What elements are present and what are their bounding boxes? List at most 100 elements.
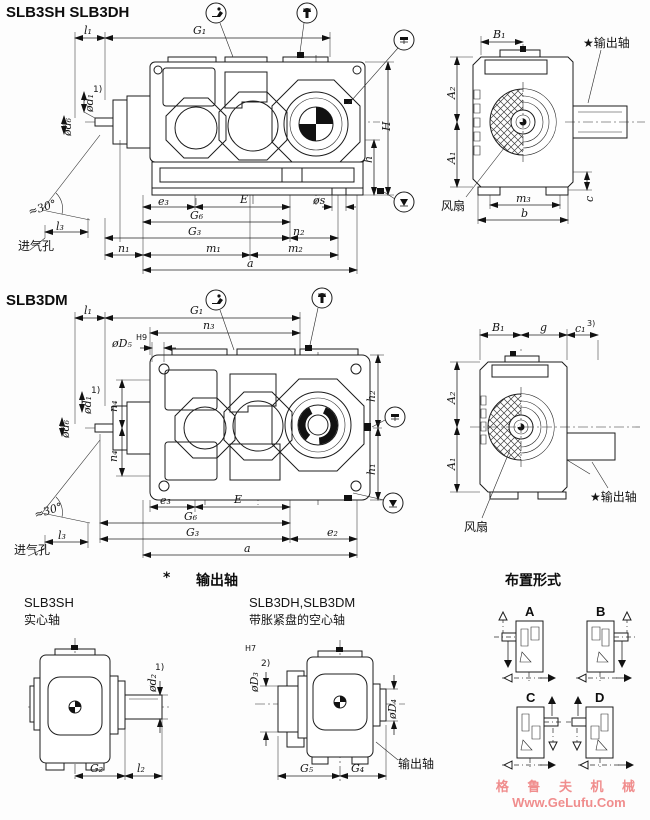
dim-E-label: E <box>234 493 243 506</box>
dim-l3-label: l₃ <box>56 220 64 233</box>
dim-G3-label: G₃ <box>186 526 200 539</box>
dim-l2-label: l₂ <box>137 762 145 775</box>
dim-l1-label: l₁ <box>84 304 92 317</box>
arrangement-d-drawing <box>566 696 634 770</box>
dim-c1-footnote: 3) <box>587 319 596 328</box>
watermark-url: Www.GeLufu.Com <box>512 795 626 810</box>
fan-label: 风扇 <box>464 520 489 534</box>
dim-n4-lower-label: n₄ <box>107 450 120 463</box>
dim-A1-label: A₁ <box>445 151 458 164</box>
arrangement-b-label: B <box>596 604 606 619</box>
solid-shaft-model: SLB3SH <box>24 595 74 610</box>
dim-G6-label: G₆ <box>190 209 204 222</box>
dim-b-label: b <box>521 207 529 220</box>
arrangement-a-drawing <box>494 612 556 684</box>
dim-B1-label: B₁ <box>492 321 505 334</box>
dim-d6-label: ød₆ <box>61 117 74 136</box>
oil-drain-callout-icon <box>400 199 408 206</box>
dim-g-label: g <box>540 321 548 334</box>
slb3dm-end-view-drawing <box>450 329 640 518</box>
dim-E-label: E <box>240 193 249 206</box>
dim-A2-label: A₂ <box>445 86 458 99</box>
arrangement-a-label: A <box>525 604 535 619</box>
dim-n2-label: n₂ <box>293 225 305 238</box>
hollow-output-shaft-label: 输出轴 <box>398 757 435 771</box>
air-inlet-label: 进气孔 <box>18 239 55 253</box>
dim-d2-label: ød₂ <box>146 673 159 692</box>
dim-c1-label: c₁ <box>575 322 586 335</box>
dim-n1-label: n₁ <box>118 242 130 255</box>
output-shaft-label: ★输出轴 <box>583 36 630 50</box>
watermark-brand: 格 鲁 夫 机 械 <box>495 780 642 795</box>
oil-level-callout-icon <box>400 37 408 44</box>
output-shaft-heading: 输出轴 <box>196 573 238 589</box>
dim-G1-label: G₁ <box>190 304 204 317</box>
dim-D4-label: øD₄ <box>386 699 399 719</box>
dim-d1-footnote: 1) <box>91 386 101 396</box>
dim-D3-label: øD₃ <box>248 672 261 692</box>
slb3dm-side-view-dimensions <box>44 312 384 558</box>
slb3dm-side-view-drawing <box>28 345 382 556</box>
watermark: 格 鲁 夫 机 械 Www.GeLufu.Com <box>496 776 642 810</box>
breather-callout-icon <box>303 8 311 18</box>
dim-d1-label: ød₁ <box>81 395 94 414</box>
dim-D5-tolerance: H9 <box>136 333 148 342</box>
hollow-shaft-type: 带胀紧盘的空心轴 <box>249 613 346 627</box>
arrangement-b-drawing <box>576 612 636 684</box>
dim-l1-label: l₁ <box>84 24 92 37</box>
arrangement-c-drawing <box>502 696 564 770</box>
dim-B1-label: B₁ <box>493 28 506 41</box>
dim-G3-label: G₃ <box>188 225 202 238</box>
oil-drain-callout-icon <box>389 500 397 507</box>
dim-G1-label: G₁ <box>193 24 207 37</box>
dim-d1-footnote: 1) <box>93 85 103 95</box>
dim-m1-label: m₁ <box>206 242 221 255</box>
dim-G2-label: G₂ <box>90 762 104 775</box>
breather-callout-icon <box>318 293 326 303</box>
arrangement-d-label: D <box>595 690 605 705</box>
output-shaft-label: ★输出轴 <box>590 490 637 504</box>
fan-label: 风扇 <box>441 199 466 213</box>
dim-d1-label: ød₁ <box>83 93 96 112</box>
solid-shaft-type: 实心轴 <box>24 613 61 627</box>
solid-shaft-drawing <box>28 638 170 782</box>
dim-H-label: H <box>380 121 393 131</box>
dim-h2-label: h₂ <box>365 390 378 403</box>
dim-a-label: a <box>247 257 254 270</box>
slb3sh-side-view-dimensions <box>44 32 394 274</box>
mid-section-title: SLB3DM <box>6 292 68 309</box>
dim-A1-label: A₁ <box>445 457 458 470</box>
dim-h-label: h <box>362 155 375 163</box>
oil-fill-callout-icon <box>212 294 223 304</box>
dim-e2-label: e₂ <box>327 526 338 539</box>
dim-D5-label: øD₅ <box>112 337 132 350</box>
dim-c-label: c <box>583 195 596 202</box>
oil-fill-callout-icon <box>212 7 223 17</box>
dim-e3-label: e₃ <box>158 195 169 208</box>
arrangements-title: 布置形式 <box>505 573 561 589</box>
dim-D3-tolerance: H7 <box>245 644 257 653</box>
dim-h1-label: h₁ <box>365 463 378 476</box>
dim-D3-footnote: 2) <box>261 659 271 669</box>
callout-balloons <box>206 3 414 513</box>
dim-m2-label: m₂ <box>288 242 303 255</box>
hollow-shaft-drawing <box>255 640 405 782</box>
dim-d6-label: ød₆ <box>59 419 72 438</box>
dim-m3-label: m₃ <box>516 192 531 205</box>
hollow-shaft-model: SLB3DH,SLB3DM <box>249 595 356 610</box>
dim-G5-label: G₅ <box>300 762 314 775</box>
oil-level-callout-icon <box>391 414 399 421</box>
dim-e3-label: e₃ <box>160 494 171 507</box>
dim-n3-label: n₃ <box>203 319 215 332</box>
arrangement-c-label: C <box>526 690 536 705</box>
top-section-title: SLB3SH SLB3DH <box>6 4 130 21</box>
slb3sh-side-view-drawing <box>30 52 384 250</box>
dim-l3-label: l₃ <box>58 529 66 542</box>
dim-d2-footnote: 1) <box>155 663 165 673</box>
dim-G6-label: G₆ <box>184 510 198 523</box>
dim-A2-label: A₂ <box>445 391 458 404</box>
output-shaft-footnote-star: * <box>163 570 171 586</box>
slb3sh-end-view-drawing <box>450 36 645 224</box>
